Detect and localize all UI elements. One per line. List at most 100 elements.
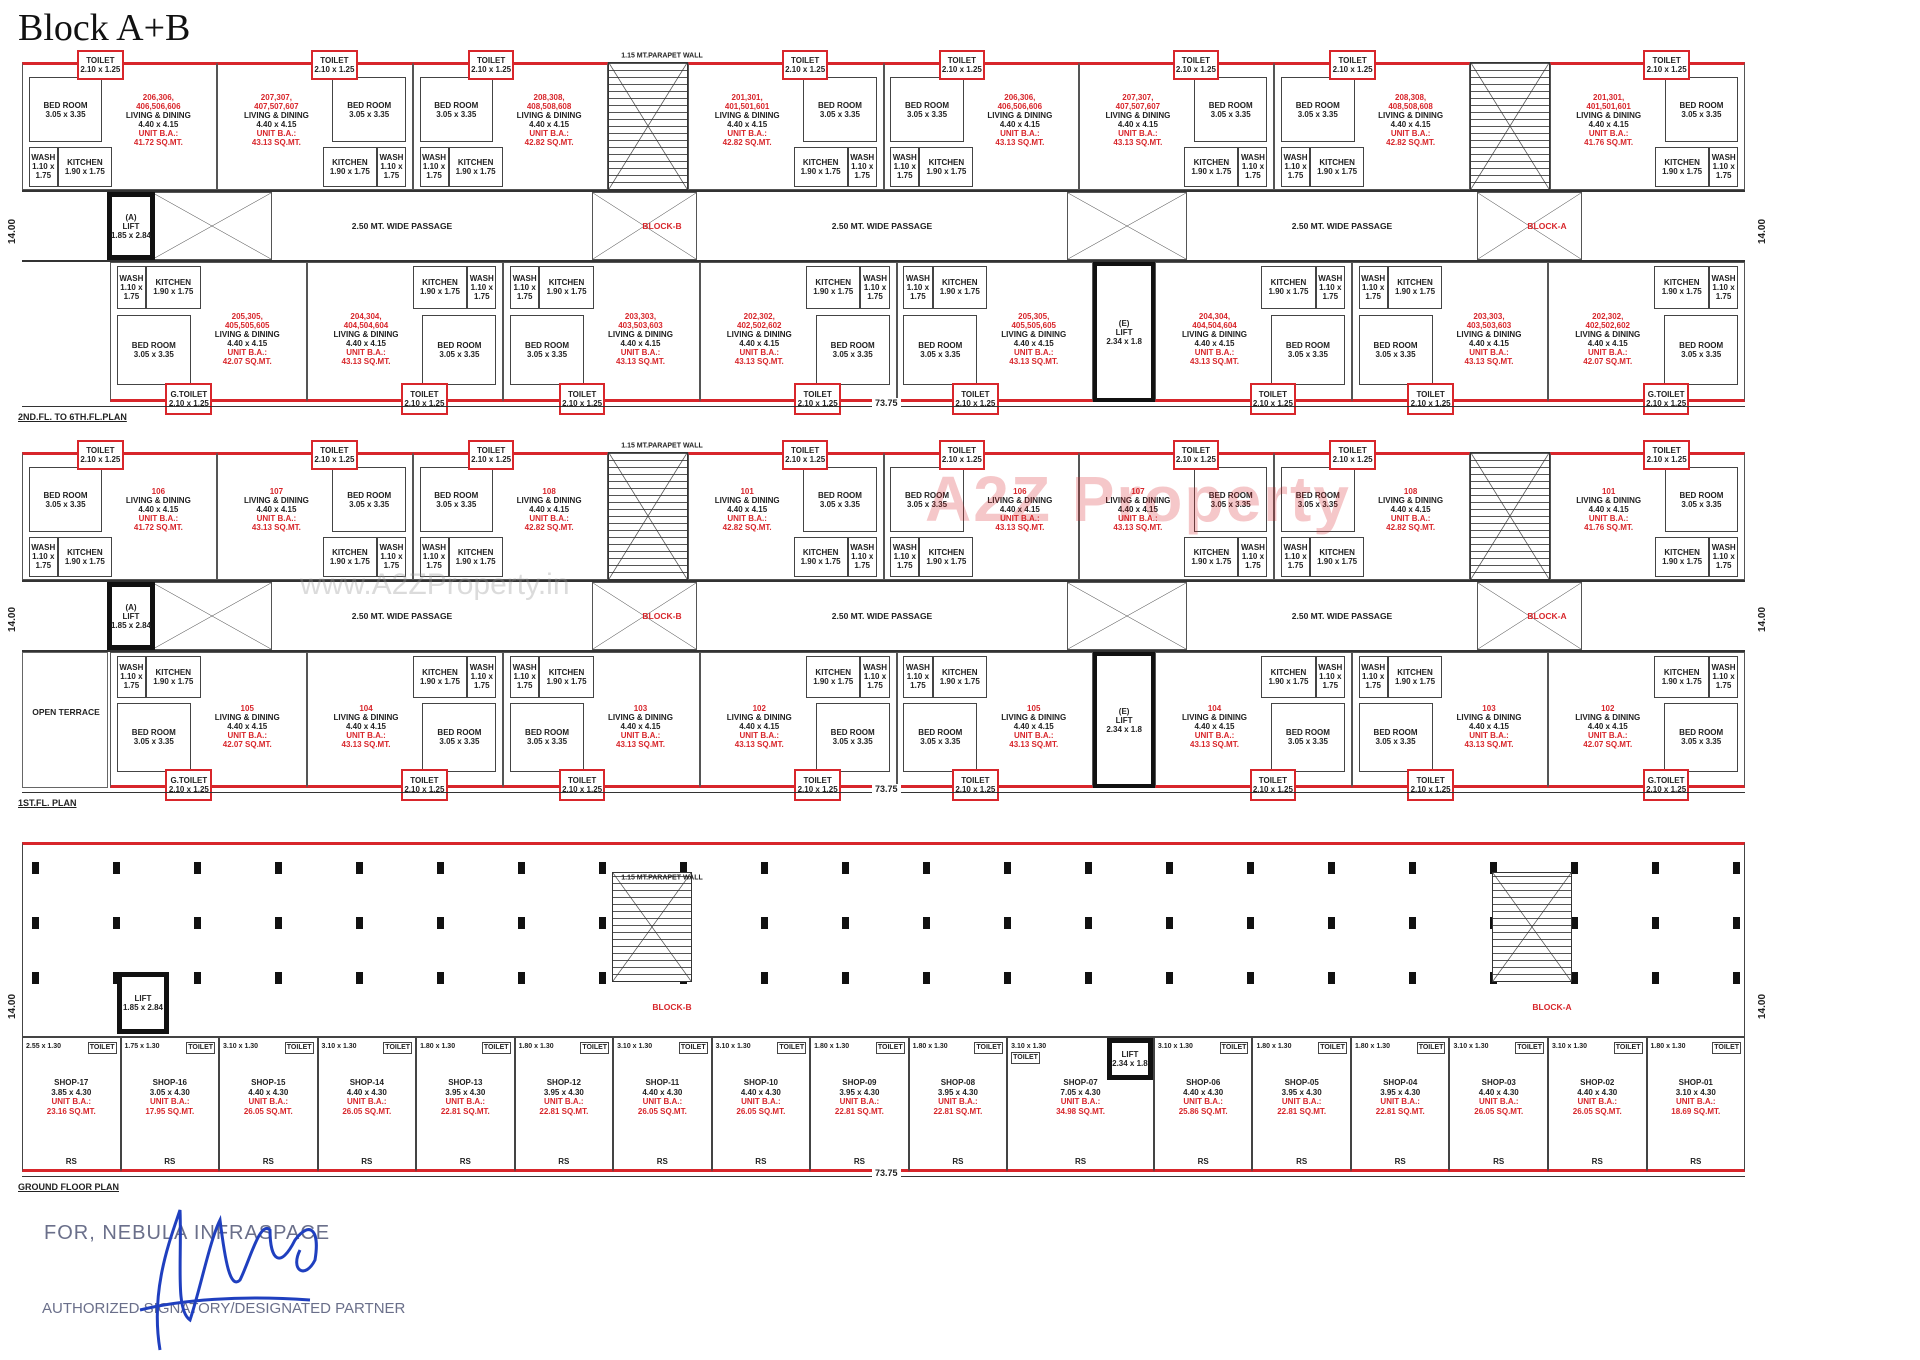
room-text: TOILET (1181, 56, 1211, 65)
room-text: 42.82 SQ.MT. (524, 523, 574, 533)
room-text: 22.81 SQ.MT. (539, 1106, 589, 1116)
room-text: 1.75 (1715, 681, 1732, 691)
room-text: 4.40 x 4.15 (529, 119, 570, 129)
room-text: BED ROOM (817, 100, 862, 110)
room-text: KITCHEN (1663, 278, 1700, 288)
room-text: 4.40 x 4.15 (1117, 119, 1158, 129)
room-text: 104 (359, 704, 373, 714)
column (923, 917, 930, 929)
room-text: KITCHEN (1664, 157, 1700, 167)
room-text: 3.05 x 3.35 (527, 737, 568, 747)
room-text: 2.10 x 1.25 (1410, 784, 1451, 794)
column (275, 917, 282, 929)
room-text: 1.10 x (863, 672, 887, 682)
rs-label: RS (1493, 1156, 1505, 1166)
rs-label: RS (558, 1156, 570, 1166)
room-text: 43.13 SQ.MT. (1009, 357, 1059, 367)
room-text: 1.75 (1245, 171, 1261, 181)
room-text: 42.82 SQ.MT. (1386, 137, 1436, 147)
room-text: 3.05 x 3.35 (439, 350, 480, 360)
room-text: WASH (1283, 543, 1308, 553)
width-dimension: 14.00 (1757, 993, 1769, 1020)
room-text: LIFT (122, 611, 140, 621)
column (1166, 972, 1173, 984)
room-text: UNIT B.A.: (938, 1097, 978, 1106)
column (599, 972, 606, 984)
room-text: LIVING & DINING (1456, 330, 1522, 340)
shop-front-dims: 3.10 x 1.30 (1453, 1043, 1489, 1050)
room-text: UNIT B.A.: (1588, 128, 1629, 138)
room-text: 105 (240, 704, 254, 714)
column (761, 972, 768, 984)
room-text: 2.10 x 1.25 (1646, 398, 1687, 408)
room-text: 1.10 x (470, 672, 493, 682)
room-text: (E) (1118, 318, 1130, 328)
room-text: 4.40 x 4.15 (256, 119, 297, 129)
room-text: 42.82 SQ.MT. (722, 137, 772, 147)
room-text: 1.90 x 1.75 (1395, 287, 1436, 297)
room-text: 3.95 x 4.30 (1380, 1087, 1421, 1097)
room-text: 22.81 SQ.MT. (1277, 1106, 1327, 1116)
room-text: WASH (905, 273, 930, 283)
room-text: LIVING & DINING (1105, 496, 1171, 506)
room-text: 3.05 x 3.35 (133, 737, 174, 747)
room-text: BED ROOM (1373, 341, 1418, 351)
room-text: KITCHEN (815, 278, 851, 288)
room-text: KITCHEN (1664, 547, 1700, 557)
room-text: 26.05 SQ.MT. (1474, 1106, 1524, 1116)
room-text: 4.40 x 4.15 (1194, 722, 1235, 732)
rs-label: RS (1197, 1156, 1209, 1166)
room-text: 4.40 x 4.15 (1390, 505, 1431, 515)
room-text: BED ROOM (1208, 490, 1253, 500)
watermark-url: www.A2ZProperty.in (300, 568, 570, 601)
room-text: WASH (1283, 153, 1308, 163)
toilet-label: TOILET (777, 1042, 807, 1054)
room-text: 18.69 SQ.MT. (1671, 1106, 1721, 1116)
column (1166, 862, 1173, 874)
room-text: SHOP-14 (349, 1078, 384, 1087)
room-text: 4.40 x 4.30 (740, 1087, 781, 1097)
room-text: SHOP-12 (546, 1078, 581, 1087)
room-text: 3.05 x 3.35 (920, 737, 961, 747)
room-text: 2.10 x 1.25 (1646, 455, 1687, 464)
room-text: TOILET (320, 56, 349, 65)
room-text: WASH (119, 663, 144, 673)
room-text: BED ROOM (43, 490, 88, 500)
room-text: KITCHEN (1397, 667, 1433, 677)
room-text: 1.75 (1287, 171, 1304, 181)
room-text: BED ROOM (1679, 100, 1724, 110)
room-text: UNIT B.A.: (347, 1097, 387, 1106)
room-text: UNIT B.A.: (1060, 1097, 1101, 1106)
room-text: 43.13 SQ.MT. (995, 137, 1045, 147)
room-text: 1.90 x 1.75 (153, 676, 194, 686)
room-text: 1.90 x 1.75 (455, 166, 496, 176)
room-text: LIVING & DINING (214, 330, 280, 340)
room-text: 2.10 x 1.25 (785, 455, 826, 464)
room-text: 1.90 x 1.75 (939, 676, 980, 686)
room-text: 4.40 x 4.30 (642, 1087, 683, 1097)
room-text: UNIT B.A.: (1194, 348, 1235, 358)
